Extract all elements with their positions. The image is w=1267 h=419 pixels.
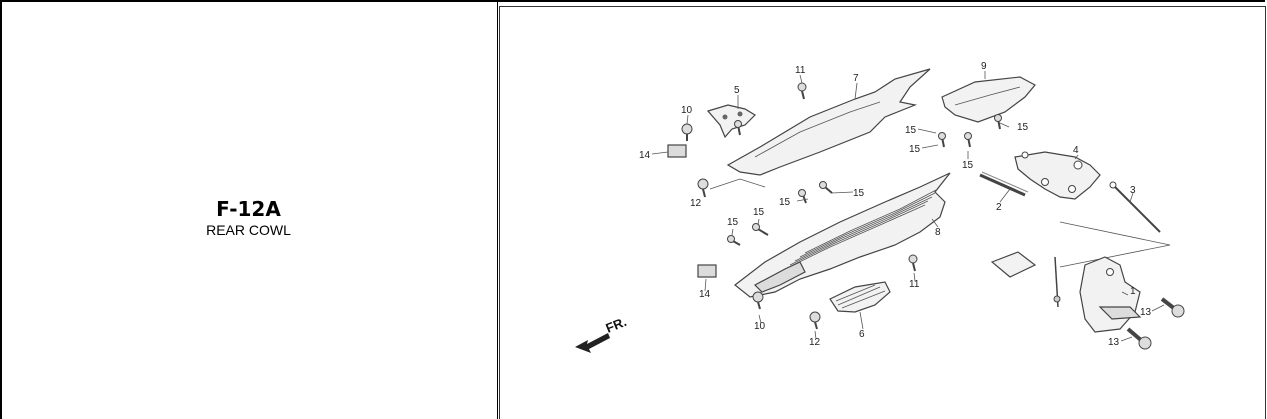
section-title: REAR COWL	[206, 222, 291, 238]
part-14-clip-a[interactable]	[667, 144, 687, 158]
callout-4[interactable]: 4	[1073, 145, 1079, 156]
part-7-upper-cowl[interactable]	[726, 68, 931, 176]
callout-6[interactable]: 6	[859, 329, 865, 340]
part-10-grommet-b[interactable]	[752, 291, 764, 310]
part-1-latch[interactable]	[1053, 256, 1142, 333]
callout-15-f[interactable]: 15	[779, 197, 791, 208]
part-2-cable[interactable]	[979, 171, 1029, 197]
callout-15-d[interactable]: 15	[962, 160, 974, 171]
callout-3[interactable]: 3	[1130, 185, 1136, 196]
part-13-bolt-a[interactable]	[1160, 297, 1185, 318]
callout-7[interactable]: 7	[853, 73, 859, 84]
part-15-screws[interactable]	[727, 114, 1002, 246]
callout-1[interactable]: 1	[1130, 286, 1136, 297]
callout-5[interactable]: 5	[734, 85, 740, 96]
callout-14-lower[interactable]: 14	[699, 289, 711, 300]
callout-15-h[interactable]: 15	[753, 207, 765, 218]
callout-15-a[interactable]: 15	[905, 125, 917, 136]
part-9-cover[interactable]	[941, 76, 1036, 123]
front-direction-label: FR.	[604, 314, 629, 336]
section-info-panel: F-12A REAR COWL	[0, 2, 498, 419]
callout-13-upper[interactable]: 13	[1140, 307, 1152, 318]
callout-10-upper[interactable]: 10	[681, 105, 693, 116]
callout-14-upper[interactable]: 14	[639, 150, 651, 161]
callout-15-e[interactable]: 15	[853, 188, 865, 199]
pad-plate[interactable]	[990, 251, 1037, 278]
part-13-bolt-b[interactable]	[1126, 327, 1152, 350]
callout-12-upper[interactable]: 12	[690, 198, 702, 209]
part-12-grommet-a[interactable]	[697, 178, 766, 198]
callout-15-g[interactable]: 15	[727, 217, 739, 228]
part-14-clip-b[interactable]	[697, 264, 717, 278]
exploded-parts-diagram: FR.	[499, 6, 1266, 419]
callout-8[interactable]: 8	[935, 227, 941, 238]
part-12-grommet-b[interactable]	[809, 311, 821, 330]
part-8-side-cowl[interactable]	[734, 172, 951, 298]
callout-11-upper[interactable]: 11	[795, 65, 806, 76]
front-direction-arrow-icon	[575, 333, 610, 353]
callout-15-b[interactable]: 15	[1017, 122, 1029, 133]
part-4-bracket[interactable]	[1014, 151, 1101, 200]
part-6-badge[interactable]	[829, 281, 891, 313]
callout-11-lower[interactable]: 11	[909, 279, 920, 290]
section-code: F-12A	[216, 197, 281, 221]
rear-cowl-diagram-svg: FR.	[575, 61, 1185, 353]
part-10-grommet-a[interactable]	[681, 123, 693, 141]
callout-13-lower[interactable]: 13	[1108, 337, 1120, 348]
callout-10-lower[interactable]: 10	[754, 321, 766, 332]
part-3-rod[interactable]	[1059, 181, 1171, 268]
part-5-bracket[interactable]	[706, 104, 756, 139]
part-11-screw-b[interactable]	[908, 254, 918, 272]
callout-12-lower[interactable]: 12	[809, 337, 821, 348]
callout-leaders	[651, 71, 1165, 342]
callout-15-c[interactable]: 15	[909, 144, 921, 155]
callout-9[interactable]: 9	[981, 61, 987, 72]
part-11-screw-a[interactable]	[797, 82, 807, 100]
callout-2[interactable]: 2	[996, 202, 1002, 213]
